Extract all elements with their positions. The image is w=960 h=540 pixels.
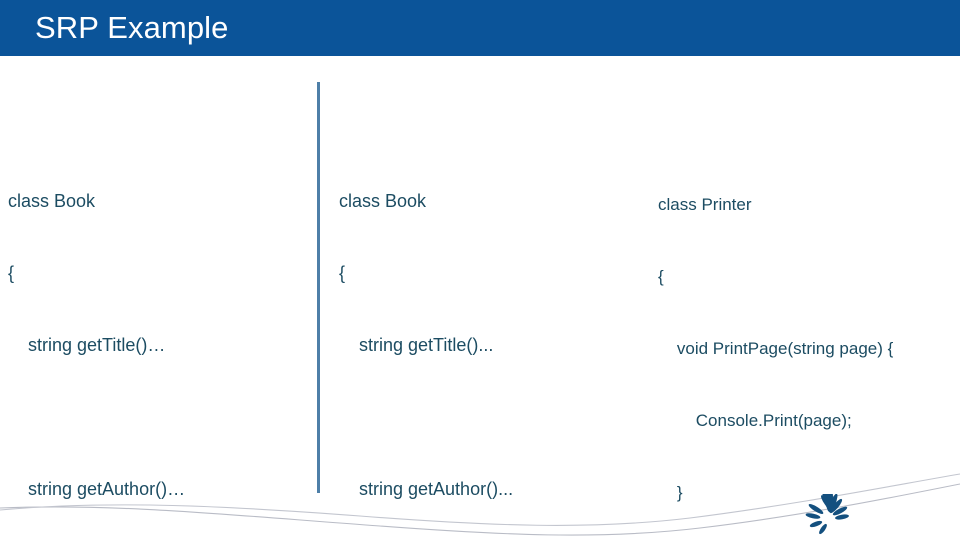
starburst-logo-icon bbox=[805, 494, 849, 535]
code-block-printer: class Printer { void PrintPage(string pa… bbox=[658, 145, 893, 540]
slide-title: SRP Example bbox=[35, 10, 229, 45]
code-line: { bbox=[658, 267, 664, 286]
code-line: string getAuthor()… bbox=[8, 479, 186, 499]
code-line: Console.Print(page); bbox=[658, 411, 852, 430]
code-line: string getTitle()... bbox=[339, 335, 494, 355]
code-block-book-before: class Book { string getTitle()… string g… bbox=[8, 141, 238, 540]
code-line: string getAuthor()... bbox=[339, 479, 514, 499]
code-line: { bbox=[339, 263, 346, 283]
code-block-book-after: class Book { string getTitle()... string… bbox=[339, 141, 558, 540]
code-line: { bbox=[8, 263, 15, 283]
starburst-petals bbox=[805, 494, 849, 535]
code-line: class Book bbox=[339, 191, 427, 211]
code-line: class Book bbox=[8, 191, 96, 211]
code-line: void PrintPage(string page) { bbox=[658, 339, 894, 358]
code-line: string getTitle()… bbox=[8, 335, 166, 355]
title-banner: SRP Example bbox=[0, 0, 960, 56]
column-divider bbox=[317, 82, 320, 493]
code-line: class Printer bbox=[658, 195, 752, 214]
